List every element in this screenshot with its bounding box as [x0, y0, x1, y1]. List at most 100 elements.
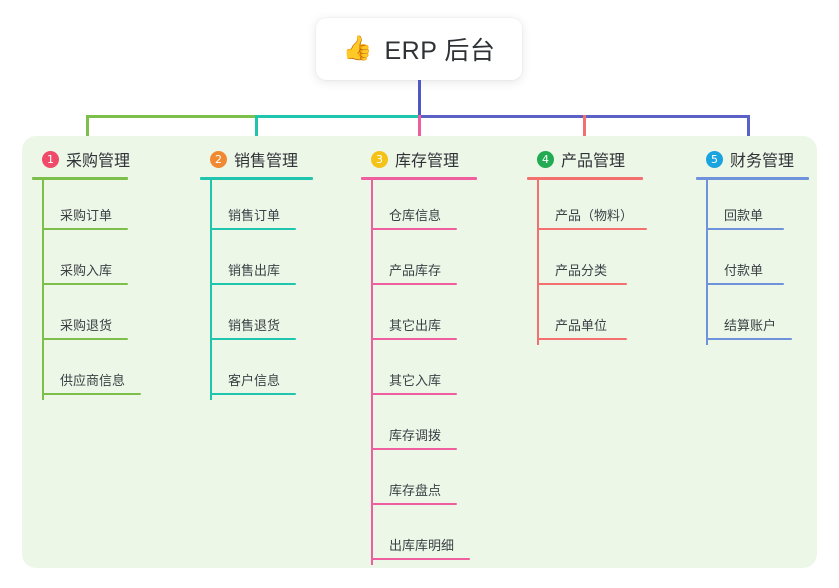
- list-item[interactable]: 采购退货: [32, 290, 148, 345]
- list-item[interactable]: 其它出库: [361, 290, 477, 345]
- list-item[interactable]: 结算账户: [696, 290, 812, 345]
- column-4: 4 产品管理产品（物料） 产品分类产品单位: [527, 146, 647, 345]
- column-title-5: 财务管理: [730, 153, 795, 170]
- column-header-3[interactable]: 3 库存管理: [361, 146, 477, 172]
- diagram-panel: [22, 136, 817, 568]
- column-badge-3: 3: [371, 150, 388, 168]
- list-item-rule: [537, 338, 627, 340]
- list-item[interactable]: 库存调拨: [361, 400, 477, 455]
- list-item[interactable]: 产品库存: [361, 235, 477, 290]
- column-header-1[interactable]: 1 采购管理: [32, 146, 148, 172]
- column-badge-1: 1: [42, 150, 59, 168]
- list-item-label: 出库库明细: [389, 538, 455, 553]
- list-item[interactable]: 库存盘点: [361, 455, 477, 510]
- list-item-rule: [210, 283, 296, 285]
- list-item-label: 供应商信息: [60, 373, 126, 388]
- list-item[interactable]: 产品分类: [527, 235, 643, 290]
- column-spine-4: [537, 180, 539, 345]
- column-items-5: 回款单付款单结算账户: [696, 180, 812, 345]
- list-item-label: 仓库信息: [389, 208, 442, 223]
- list-item[interactable]: 客户信息: [200, 345, 316, 400]
- column-title-2: 销售管理: [234, 153, 299, 170]
- list-item-label: 库存盘点: [389, 483, 442, 498]
- list-item[interactable]: 采购入库: [32, 235, 148, 290]
- list-item[interactable]: 其它入库: [361, 345, 477, 400]
- list-item[interactable]: 出库库明细: [361, 510, 477, 565]
- drop-finance: [747, 115, 750, 143]
- list-item[interactable]: 供应商信息: [32, 345, 148, 400]
- list-item-label: 采购入库: [60, 263, 113, 278]
- column-header-2[interactable]: 2 销售管理: [200, 146, 316, 172]
- list-item-label: 销售退货: [228, 318, 281, 333]
- list-item-rule: [371, 448, 457, 450]
- list-item-label: 销售出库: [228, 263, 281, 278]
- column-2: 2 销售管理销售订单销售出库销售退货客户信息: [200, 146, 316, 400]
- bar-purchase: [86, 115, 256, 118]
- root-node[interactable]: 👍 ERP 后台: [316, 18, 522, 80]
- list-item-label: 产品库存: [389, 263, 442, 278]
- list-item[interactable]: 产品单位: [527, 290, 643, 345]
- column-title-1: 采购管理: [66, 153, 131, 170]
- list-item[interactable]: 回款单: [696, 180, 812, 235]
- list-item[interactable]: 付款单: [696, 235, 812, 290]
- list-item-rule: [706, 338, 792, 340]
- list-item-label: 客户信息: [228, 373, 281, 388]
- list-item-rule: [537, 283, 627, 285]
- column-header-4[interactable]: 4 产品管理: [527, 146, 643, 172]
- column-spine-1: [42, 180, 44, 400]
- list-item-label: 其它出库: [389, 318, 442, 333]
- column-title-3: 库存管理: [395, 153, 460, 170]
- list-item-rule: [210, 338, 296, 340]
- drop-sales: [255, 115, 258, 143]
- list-item[interactable]: 销售出库: [200, 235, 316, 290]
- list-item-label: 付款单: [724, 263, 764, 278]
- list-item-rule: [371, 338, 457, 340]
- column-items-3: 仓库信息产品库存其它出库其它入库库存调拨库存盘点出库库明细: [361, 180, 477, 565]
- thumbs-up-icon: 👍: [342, 35, 373, 62]
- list-item-label: 采购订单: [60, 208, 113, 223]
- root-stem-connector: [418, 80, 421, 117]
- column-items-4: 产品（物料） 产品分类产品单位: [527, 180, 647, 345]
- list-item[interactable]: 仓库信息: [361, 180, 477, 235]
- list-item-label: 采购退货: [60, 318, 113, 333]
- column-items-2: 销售订单销售出库销售退货客户信息: [200, 180, 316, 400]
- root-title: ERP 后台: [384, 37, 496, 65]
- list-item-rule: [210, 228, 296, 230]
- list-item-rule: [371, 503, 457, 505]
- list-item-rule: [42, 228, 128, 230]
- column-items-1: 采购订单采购入库采购退货供应商信息: [32, 180, 148, 400]
- column-header-rule-4: [527, 177, 643, 180]
- list-item[interactable]: 采购订单: [32, 180, 148, 235]
- list-item-label: 销售订单: [228, 208, 281, 223]
- column-spine-2: [210, 180, 212, 400]
- list-item-rule: [210, 393, 296, 395]
- list-item[interactable]: 销售订单: [200, 180, 316, 235]
- column-header-rule-5: [696, 177, 809, 180]
- list-item-rule: [537, 228, 647, 230]
- column-3: 3 库存管理仓库信息产品库存其它出库其它入库库存调拨库存盘点出库库明细: [361, 146, 477, 565]
- column-badge-4: 4: [537, 150, 554, 168]
- list-item-label: 结算账户: [724, 318, 777, 333]
- list-item-rule: [42, 393, 141, 395]
- list-item[interactable]: 销售退货: [200, 290, 316, 345]
- list-item-rule: [371, 558, 470, 560]
- list-item-label: 产品单位: [555, 318, 608, 333]
- list-item-label: 产品分类: [555, 263, 608, 278]
- column-spine-5: [706, 180, 708, 345]
- column-header-rule-1: [32, 177, 128, 180]
- list-item[interactable]: 产品（物料）: [527, 180, 647, 235]
- drop-product: [583, 115, 586, 143]
- column-header-rule-2: [200, 177, 313, 180]
- list-item-rule: [42, 338, 128, 340]
- list-item-label: 其它入库: [389, 373, 442, 388]
- column-badge-2: 2: [210, 150, 227, 168]
- column-title-4: 产品管理: [561, 153, 626, 170]
- list-item-rule: [371, 283, 457, 285]
- list-item-rule: [371, 228, 457, 230]
- drop-purchase: [86, 115, 89, 143]
- list-item-label: 库存调拨: [389, 428, 442, 443]
- column-header-rule-3: [361, 177, 477, 180]
